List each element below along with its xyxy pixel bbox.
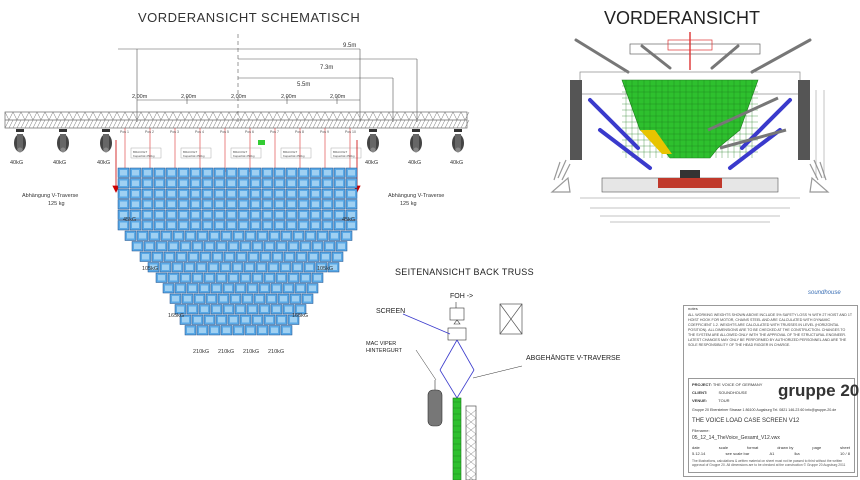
title-block-box bbox=[688, 378, 855, 473]
title-block bbox=[683, 305, 858, 477]
screen-label: SCREEN bbox=[376, 308, 405, 315]
screen-load: 210kG bbox=[268, 349, 284, 355]
moving-light bbox=[103, 147, 109, 153]
moving-light bbox=[370, 147, 376, 153]
filename-label: Filename: bbox=[692, 428, 710, 433]
light-load: 40kG bbox=[53, 160, 66, 166]
project-label: PROJECT: bbox=[692, 382, 712, 387]
svg-text:Pos 6: Pos 6 bbox=[245, 130, 254, 134]
light-load: 40kG bbox=[365, 160, 378, 166]
svg-text:Pos 7: Pos 7 bbox=[270, 130, 279, 134]
screen-load: 45kG bbox=[342, 217, 355, 223]
svg-text:Kapazität 250kg: Kapazität 250kg bbox=[133, 154, 155, 158]
svg-text:Kapazität 250kg: Kapazität 250kg bbox=[333, 154, 355, 158]
meta-headers: date scale format drawn by page sheet bbox=[692, 445, 850, 450]
suspension-left-label: Abhängung V-Traverse bbox=[22, 193, 78, 199]
moving-light bbox=[17, 147, 23, 153]
dim-spacing: 2,00m bbox=[330, 94, 346, 100]
led-screen bbox=[117, 167, 358, 336]
footer-note: The illustrations, calculations & writte… bbox=[692, 459, 846, 467]
svg-text:Pos 3: Pos 3 bbox=[170, 130, 179, 134]
screen-load: 210kG bbox=[193, 349, 209, 355]
venue-value: TOUR bbox=[718, 398, 730, 403]
brand-logo: soundhouse bbox=[808, 290, 841, 296]
svg-text:BRACKET: BRACKET bbox=[133, 150, 147, 154]
client-label: CLIENT: bbox=[692, 390, 708, 395]
light-load: 40kG bbox=[450, 160, 463, 166]
dim-spacing: 2,00m bbox=[231, 94, 247, 100]
svg-text:BRACKET: BRACKET bbox=[183, 150, 197, 154]
filename-value: 05_12_14_TheVoice_Gesamt_V12.vwx bbox=[692, 435, 780, 441]
foh-label: FOH -> bbox=[450, 293, 473, 300]
project-value: THE VOICE OF GERMANY bbox=[712, 382, 763, 387]
dim-spacing: 2,00m bbox=[281, 94, 297, 100]
light-load: 40kG bbox=[10, 160, 23, 166]
notes-text: ALL WORKING WEIGHTS SHOWN ABOVE INCLUDE … bbox=[688, 313, 852, 347]
light-load: 40kG bbox=[97, 160, 110, 166]
svg-text:Kapazität 250kg: Kapazität 250kg bbox=[283, 154, 305, 158]
dim-spacing: 2,00m bbox=[181, 94, 197, 100]
v-traverse-label: ABGEHÄNGTE V-TRAVERSE bbox=[526, 354, 621, 362]
svg-text:Pos 10: Pos 10 bbox=[345, 130, 356, 134]
svg-text:Kapazität 250kg: Kapazität 250kg bbox=[183, 154, 205, 158]
dim-73: 7.3m bbox=[320, 65, 333, 71]
mac-viper-label-1: MAC VIPER bbox=[366, 341, 396, 347]
client-value: SOUNDHOUSE bbox=[718, 390, 748, 395]
moving-light bbox=[413, 147, 419, 153]
screen-load: 210kG bbox=[218, 349, 234, 355]
svg-text:Pos 1: Pos 1 bbox=[120, 130, 129, 134]
screen-load: 105kG bbox=[317, 266, 333, 272]
moving-light bbox=[60, 147, 66, 153]
company-address: Gruppe 20 Ebersteiner Strasse 1 86100 Au… bbox=[692, 408, 837, 412]
screen-load: 165kG bbox=[292, 313, 308, 319]
screen-load: 45kG bbox=[123, 217, 136, 223]
main-truss bbox=[4, 111, 468, 129]
front-view-title: VORDERANSICHT bbox=[604, 8, 761, 28]
schematic-title: VORDERANSICHT SCHEMATISCH bbox=[138, 10, 361, 25]
front-view-drawing bbox=[550, 32, 830, 223]
screen-load: 210kG bbox=[243, 349, 259, 355]
company-logo: gruppe 20 bbox=[778, 381, 860, 400]
svg-text:Pos 2: Pos 2 bbox=[145, 130, 154, 134]
moving-lights bbox=[14, 129, 464, 153]
svg-text:Pos 8: Pos 8 bbox=[295, 130, 304, 134]
meta-values: 5.12.14 see scale bar A1 lka 10 / 8 bbox=[692, 451, 850, 456]
suspension-right-label: Abhängung V-Traverse bbox=[388, 193, 444, 199]
svg-text:Pos 5: Pos 5 bbox=[220, 130, 229, 134]
svg-text:BRACKET: BRACKET bbox=[333, 150, 347, 154]
svg-text:BRACKET: BRACKET bbox=[283, 150, 297, 154]
dim-95: 9.5m bbox=[343, 43, 356, 49]
motor-marker bbox=[258, 140, 265, 145]
svg-text:Pos 4: Pos 4 bbox=[195, 130, 204, 134]
schematic-drawing: 9.5m 7.3m 5.5m 2,00m 2,00m 2,00m 2,00m 2… bbox=[4, 34, 470, 355]
venue-label: VENUE: bbox=[692, 398, 708, 403]
dim-55: 5.5m bbox=[297, 82, 310, 88]
moving-light bbox=[455, 147, 461, 153]
svg-text:BRACKET: BRACKET bbox=[233, 150, 247, 154]
side-view-drawing: FOH -> SCREEN MAC VIPER HINTERGURT ABGEH… bbox=[366, 293, 621, 480]
sheet-title: THE VOICE LOAD CASE SCREEN V12 bbox=[692, 418, 800, 424]
svg-text:Pos 9: Pos 9 bbox=[320, 130, 329, 134]
notes-heading: notes bbox=[688, 306, 698, 311]
side-view-title: SEITENANSICHT BACK TRUSS bbox=[395, 267, 534, 277]
screen-load: 105kG bbox=[142, 266, 158, 272]
screen-load: 165kG bbox=[168, 313, 184, 319]
dim-spacing: 2,00m bbox=[132, 94, 148, 100]
suspension-left-weight: 125 kg bbox=[48, 201, 65, 207]
suspension-right-weight: 125 kg bbox=[400, 201, 417, 207]
light-load: 40kG bbox=[408, 160, 421, 166]
mac-viper-label-2: HINTERGURT bbox=[366, 348, 403, 354]
svg-text:Kapazität 250kg: Kapazität 250kg bbox=[233, 154, 255, 158]
